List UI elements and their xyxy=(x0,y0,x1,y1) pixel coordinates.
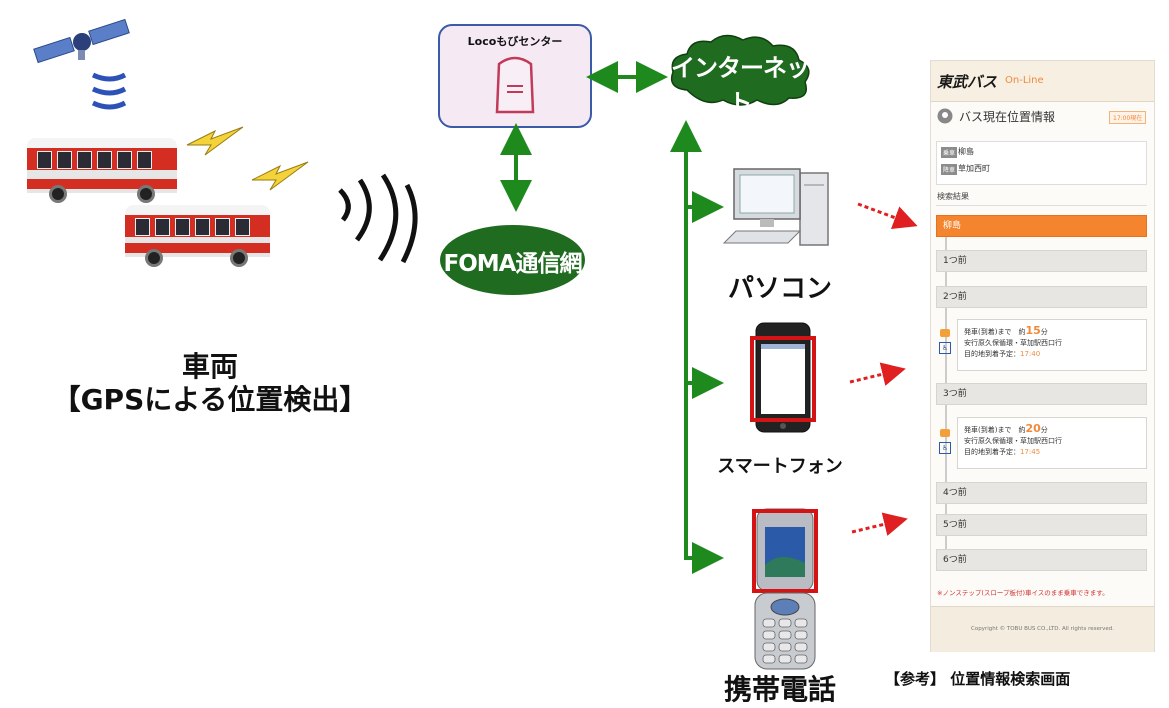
bus-icon xyxy=(27,138,177,203)
vehicle-illustration xyxy=(15,10,315,270)
foma-network-label: FOMA通信網 xyxy=(443,251,583,277)
wheelchair-icon: ♿ xyxy=(939,342,951,354)
smartphone-label: スマートフォン xyxy=(717,456,843,477)
stop-row[interactable]: 2つ前 xyxy=(936,286,1147,308)
signal-bolt-icon xyxy=(186,126,244,156)
stop-row[interactable]: 3つ前 xyxy=(936,383,1147,405)
server-icon xyxy=(495,56,535,114)
stop-row[interactable]: 5つ前 xyxy=(936,514,1147,536)
internet-label: インターネット xyxy=(671,54,810,117)
bus-info-box: 発車(到着)まで 約15分 安行原久保循環・草加駅西口行 目的地到着予定：17:… xyxy=(957,319,1147,371)
bus-marker-icon xyxy=(940,429,950,437)
locomobi-center-label: Locoもびセンター xyxy=(467,35,563,48)
route-box xyxy=(936,141,1147,185)
satellite-signal-icon xyxy=(91,72,127,110)
stop-row[interactable]: 4つ前 xyxy=(936,482,1147,504)
radio-wave-icon xyxy=(338,173,418,264)
wheelchair-icon: ♿ xyxy=(939,442,951,454)
stop-row[interactable]: 6つ前 xyxy=(936,549,1147,571)
mobile-phone-icon xyxy=(752,508,818,670)
stop-row[interactable]: 1つ前 xyxy=(936,250,1147,272)
signal-bolt-icon xyxy=(251,161,309,191)
screen-header: 東武バス On-Line xyxy=(931,61,1154,102)
smartphone-icon xyxy=(750,322,816,433)
vehicle-label: 車両 xyxy=(181,350,238,383)
from-stop: 柳島 xyxy=(958,147,974,156)
screen-footer: Copyright © TOBU BUS CO.,LTD. All rights… xyxy=(931,606,1154,652)
results-label: 検索結果 xyxy=(937,192,969,201)
foma-network-shape xyxy=(440,225,585,295)
time-badge: 17:00現在 xyxy=(1109,111,1147,124)
screen-title: バス現在位置情報 xyxy=(959,110,1056,124)
nonstep-note: ※ノンステップ(スロープ板付)車イスのまま乗車できます。 xyxy=(937,589,1109,597)
online-logo-text: On-Line xyxy=(1005,75,1044,86)
mobile-phone-label: 携帯電話 xyxy=(723,673,836,706)
from-tag: 乗車 xyxy=(941,147,958,158)
reference-caption: 【参考】 位置情報検索画面 xyxy=(885,670,1071,688)
location-search-screen: 東武バス On-Line バス現在位置情報 17:00現在 乗車 柳島 降車 草… xyxy=(930,60,1155,652)
pc-icon xyxy=(722,168,829,246)
bus-info-box: 発車(到着)まで 約20分 安行原久保循環・草加駅西口行 目的地到着予定：17:… xyxy=(957,417,1147,469)
tobu-bus-logo: 東武バス xyxy=(937,73,998,91)
stop-row[interactable]: 柳島 xyxy=(936,215,1147,237)
bus-marker-icon xyxy=(940,329,950,337)
internet-cloud-icon xyxy=(670,34,810,106)
location-pin-icon xyxy=(937,108,953,124)
to-tag: 降車 xyxy=(941,164,958,175)
bus-icon xyxy=(125,205,270,267)
gps-detection-label: 【GPSによる位置検出】 xyxy=(52,383,368,416)
gps-satellite-icon xyxy=(33,18,130,64)
to-stop: 草加西町 xyxy=(958,164,990,173)
pc-label: パソコン xyxy=(727,274,832,304)
